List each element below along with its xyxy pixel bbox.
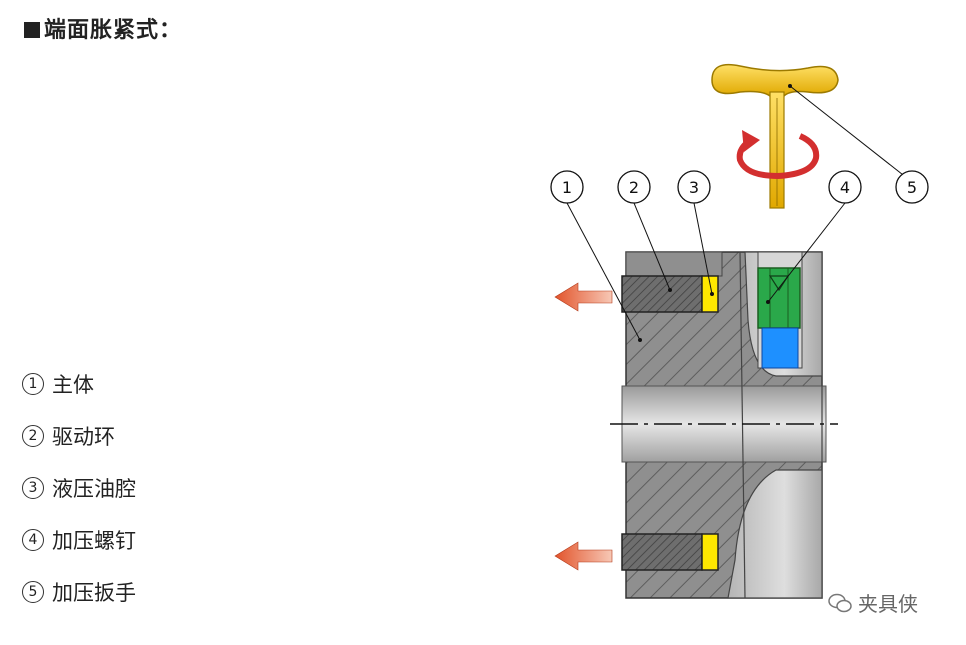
watermark-text: 夹具侠: [858, 592, 918, 616]
wechat-icon: [828, 593, 852, 612]
legend-item-oil-chamber: 3 液压油腔: [22, 462, 136, 514]
legend-item-pressure-screw: 4 加压螺钉: [22, 514, 136, 566]
legend-label: 液压油腔: [52, 477, 136, 501]
hydraulic-fluid: [761, 327, 799, 369]
drive-ring-upper: [621, 275, 703, 313]
drive-ring-lower: [621, 533, 703, 571]
callout-1: 1: [550, 170, 584, 204]
watermark: 夹具侠: [828, 588, 918, 617]
wrench-handle: [711, 63, 839, 97]
page-title: 端面胀紧式：: [24, 12, 182, 44]
legend-number: 2: [22, 425, 44, 447]
legend-number: 3: [22, 477, 44, 499]
legend-number: 5: [22, 581, 44, 603]
pressure-wrench: [711, 63, 839, 209]
pressure-screw: [757, 267, 801, 329]
callout-2: 2: [617, 170, 651, 204]
callout-2-label: 2: [629, 178, 639, 197]
legend-item-main-body: 1 主体: [22, 358, 136, 410]
legend-label: 加压扳手: [52, 581, 136, 605]
legend-number: 4: [22, 529, 44, 551]
legend-label: 驱动环: [52, 425, 115, 449]
legend-label: 主体: [52, 373, 94, 397]
callout-leaders: [566, 85, 913, 341]
callout-4: 4: [828, 170, 862, 204]
legend: 1 主体 2 驱动环 3 液压油腔 4 加压螺钉 5 加压扳手: [22, 358, 136, 618]
legend-label: 加压螺钉: [52, 529, 136, 553]
oil-chamber-lower: [701, 533, 719, 571]
push-arrow-lower: [554, 541, 613, 571]
square-bullet-icon: [24, 22, 40, 38]
callout-4-label: 4: [840, 178, 850, 197]
legend-item-drive-ring: 2 驱动环: [22, 410, 136, 462]
callout-1-label: 1: [562, 178, 572, 197]
rotate-arrow-icon: [736, 130, 820, 180]
callout-3-label: 3: [689, 178, 699, 197]
push-arrow-upper: [554, 282, 613, 312]
legend-number: 1: [22, 373, 44, 395]
legend-item-pressure-wrench: 5 加压扳手: [22, 566, 136, 618]
callout-5: 5: [895, 170, 929, 204]
callout-3: 3: [677, 170, 711, 204]
callout-5-label: 5: [907, 178, 917, 197]
callout-dots: [638, 84, 792, 342]
title-text: 端面胀紧式：: [44, 18, 183, 43]
